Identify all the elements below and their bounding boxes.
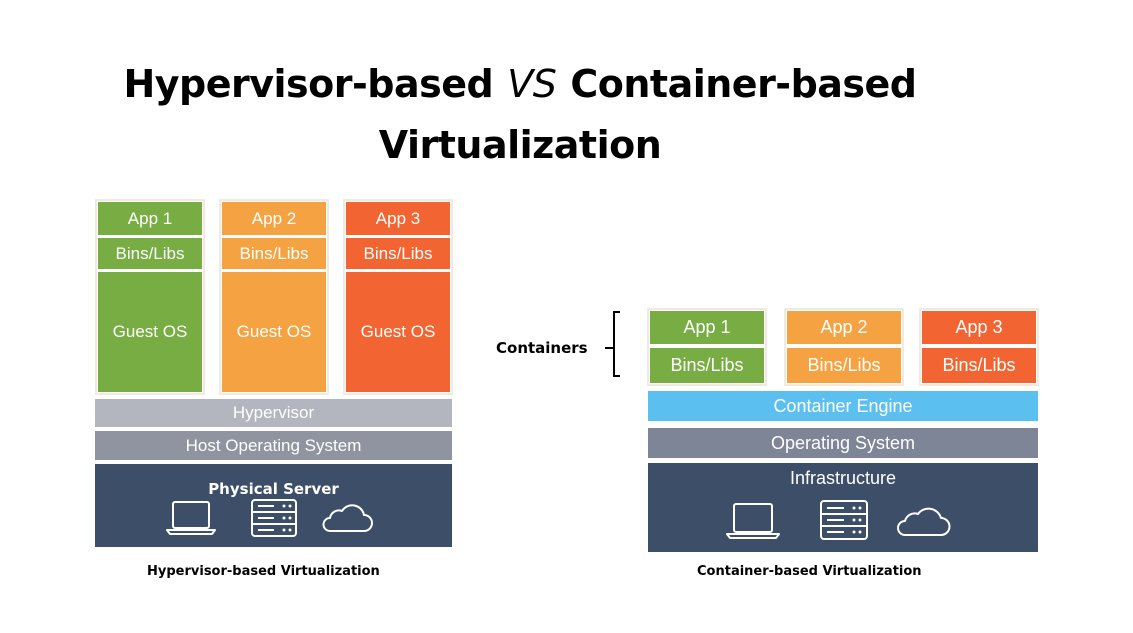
container3-app-box: App 3 bbox=[922, 311, 1036, 344]
container3-bins-box: Bins/Libs bbox=[922, 348, 1036, 383]
physical-server-label: Physical Server bbox=[208, 480, 339, 498]
title-hypervisor: Hypervisor-based bbox=[123, 62, 494, 106]
vm2-guest-os-box: Guest OS bbox=[222, 272, 326, 392]
laptop-icon bbox=[166, 501, 216, 535]
container-caption: Container-based Virtualization bbox=[697, 564, 922, 579]
title-container: Container-based bbox=[570, 62, 917, 106]
server-rack-icon bbox=[820, 500, 868, 540]
host-os-layer: Host Operating System bbox=[95, 431, 452, 460]
hypervisor-layer: Hypervisor bbox=[95, 399, 452, 427]
vm1-guest-os-box: Guest OS bbox=[98, 272, 202, 392]
vm2-app-box: App 2 bbox=[222, 202, 326, 235]
containers-label: Containers bbox=[496, 339, 588, 357]
vm3-bins-box: Bins/Libs bbox=[346, 238, 450, 269]
vm3-app-box: App 3 bbox=[346, 202, 450, 235]
cloud-icon bbox=[897, 507, 951, 536]
vm1-bins-box: Bins/Libs bbox=[98, 238, 202, 269]
containers-bracket bbox=[605, 311, 620, 377]
container1-bins-box: Bins/Libs bbox=[650, 348, 764, 383]
infrastructure-label: Infrastructure bbox=[789, 468, 897, 488]
page-title-line-2: Virtualization bbox=[378, 123, 662, 167]
container-engine-layer: Container Engine bbox=[648, 391, 1038, 421]
operating-system-layer: Operating System bbox=[648, 428, 1038, 458]
hypervisor-caption: Hypervisor-based Virtualization bbox=[147, 564, 380, 579]
server-rack-icon bbox=[251, 499, 297, 537]
container2-app-box: App 2 bbox=[787, 311, 901, 344]
container2-bins-box: Bins/Libs bbox=[787, 348, 901, 383]
laptop-icon bbox=[726, 503, 780, 539]
page-title-line-1: Hypervisor-based VS Container-based bbox=[0, 62, 1040, 106]
vm1-app-box: App 1 bbox=[98, 202, 202, 235]
vm2-bins-box: Bins/Libs bbox=[222, 238, 326, 269]
cloud-icon bbox=[322, 504, 373, 532]
title-vs: VS bbox=[507, 62, 557, 106]
vm3-guest-os-box: Guest OS bbox=[346, 272, 450, 392]
container1-app-box: App 1 bbox=[650, 311, 764, 344]
